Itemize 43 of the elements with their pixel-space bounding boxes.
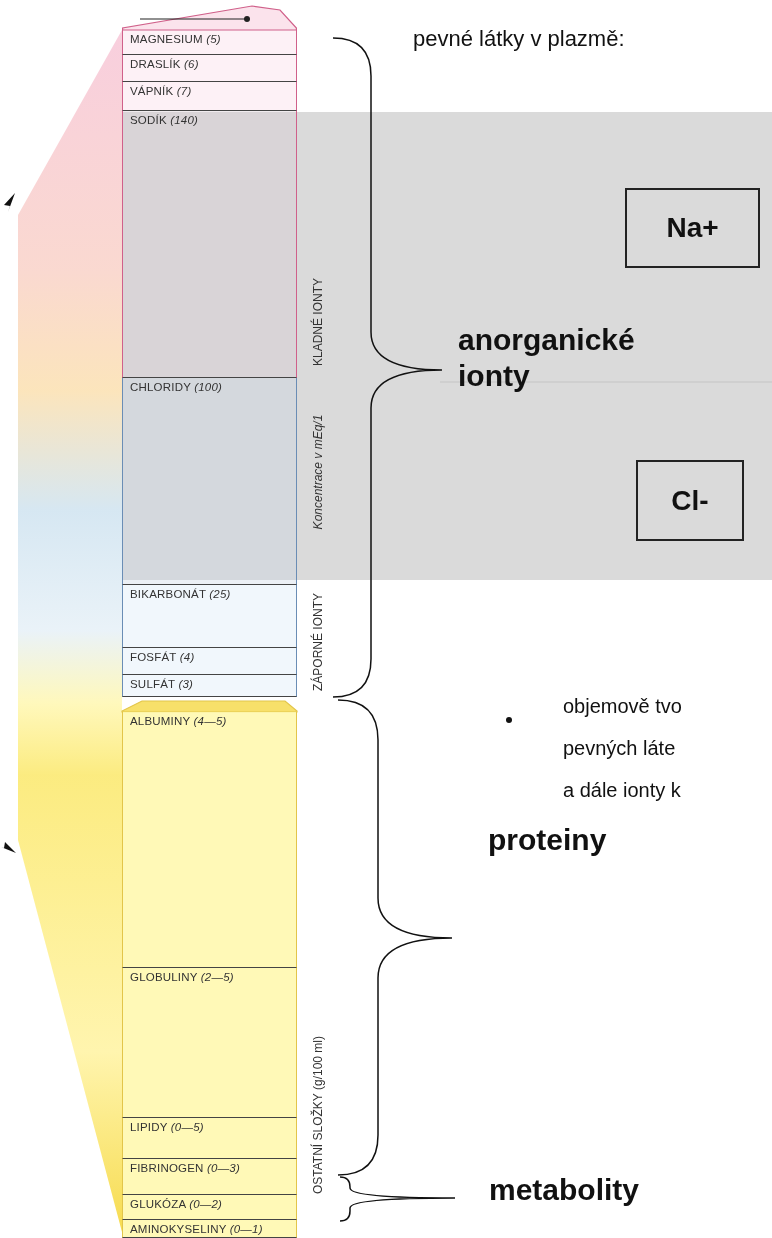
column-segment bbox=[122, 1195, 297, 1220]
segment-label: VÁPNÍK (7) bbox=[130, 85, 192, 97]
column-segment bbox=[122, 968, 297, 1118]
column-segment bbox=[122, 1118, 297, 1159]
column-segment bbox=[122, 712, 297, 968]
segment-label: DRASLÍK (6) bbox=[130, 58, 199, 70]
group-heading: proteiny bbox=[488, 822, 608, 858]
ion-box: Cl- bbox=[636, 460, 744, 541]
segment-label: BIKARBONÁT (25) bbox=[130, 588, 231, 600]
column-segment bbox=[122, 648, 297, 675]
column-segment bbox=[122, 30, 297, 55]
segment-label: AMINOKYSELINY (0—1) bbox=[130, 1223, 263, 1235]
axis-label: KLADNÉ IONTY bbox=[310, 277, 326, 368]
column-segment bbox=[122, 585, 297, 648]
column-segment bbox=[122, 1220, 297, 1238]
column-segment bbox=[122, 378, 297, 585]
group-heading: anorganické ionty bbox=[458, 322, 636, 394]
column-segment bbox=[122, 82, 297, 111]
text-label: pevných láte bbox=[563, 737, 676, 760]
segment-label: MAGNESIUM (5) bbox=[130, 33, 221, 45]
segment-label: FIBRINOGEN (0—3) bbox=[130, 1162, 240, 1174]
segment-label: GLOBULINY (2—5) bbox=[130, 971, 234, 983]
leader-line bbox=[139, 16, 250, 22]
segment-label: SULFÁT (3) bbox=[130, 678, 194, 690]
text-label: a dále ionty k bbox=[563, 779, 681, 802]
axis-label: OSTATNÍ SLOŽKY (g/100 ml) bbox=[310, 1035, 326, 1197]
column-segment bbox=[122, 111, 297, 378]
group-heading: metabolity bbox=[489, 1172, 641, 1208]
text-label: pevné látky v plazmě: bbox=[413, 26, 625, 52]
text-label: objemově tvo bbox=[563, 695, 682, 718]
segment-label: FOSFÁT (4) bbox=[130, 651, 195, 663]
column-cap bbox=[122, 5, 297, 31]
column-segment bbox=[122, 55, 297, 82]
column-segment bbox=[122, 1159, 297, 1195]
segment-label: ALBUMINY (4—5) bbox=[130, 715, 227, 727]
segment-label: GLUKÓZA (0—2) bbox=[130, 1198, 223, 1210]
axis-label: Koncentrace v mEq/1 bbox=[310, 413, 326, 532]
segment-label: SODÍK (140) bbox=[130, 114, 199, 126]
column-segment bbox=[122, 675, 297, 697]
segment-label: CHLORIDY (100) bbox=[130, 381, 223, 393]
axis-label: ZÁPORNÉ IONTY bbox=[310, 592, 326, 693]
segment-label: LIPIDY (0—5) bbox=[130, 1121, 204, 1133]
ion-box: Na+ bbox=[625, 188, 760, 268]
